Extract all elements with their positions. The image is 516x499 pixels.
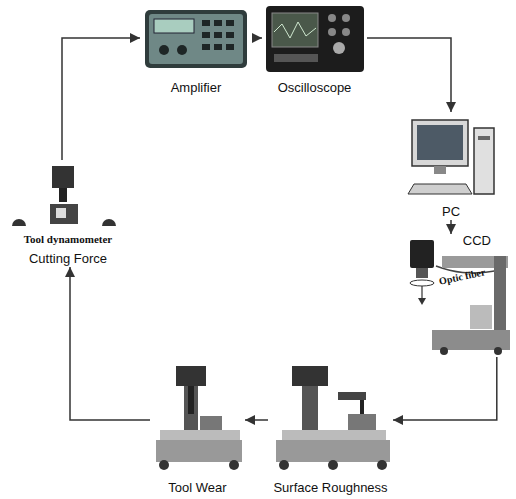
amplifier-button: [226, 44, 234, 50]
flow-arrow: [450, 220, 452, 234]
amplifier-knob: [159, 45, 169, 55]
cutting-tool: [59, 188, 67, 202]
oscilloscope-trace: [274, 22, 316, 38]
ccd-foot: [440, 347, 448, 355]
oscilloscope-knob: [342, 28, 350, 36]
machine-table: [282, 430, 386, 440]
amplifier-button: [226, 32, 234, 38]
oscilloscope-knob: [328, 28, 336, 36]
flow-arrow: [367, 38, 451, 112]
device-node: Amplifier: [140, 2, 252, 96]
machine-foot: [377, 460, 387, 470]
oscilloscope-knob: [342, 14, 350, 22]
device-node: CCD: [405, 234, 513, 357]
pc-drive: [478, 136, 490, 140]
ccd-camera: [410, 240, 434, 268]
pc-screen: [417, 125, 463, 160]
device-caption: Tool Wear: [168, 481, 226, 496]
device-caption: PC: [442, 205, 460, 220]
part-label: Optic fiber: [438, 266, 486, 287]
feed-arrow: [421, 286, 422, 300]
machine-table: [160, 430, 240, 440]
device-heading: Tool dynamometer: [24, 233, 113, 246]
amplifier-knob: [177, 45, 187, 55]
flow-arrow: [70, 267, 150, 420]
pc-tower: [474, 128, 494, 194]
amplifier-button: [202, 20, 210, 26]
device-node: Tool dynamometerCutting Force: [4, 160, 132, 267]
amplifier-button: [202, 32, 210, 38]
device-node: Tool Wear: [150, 358, 245, 496]
feed-arrow: [418, 298, 426, 305]
machine-head: [176, 366, 206, 386]
machine-foot: [279, 460, 289, 470]
machine-head: [292, 366, 328, 386]
machine-foot: [12, 219, 26, 226]
amplifier-button: [214, 32, 222, 38]
oscilloscope-buttons: [274, 54, 318, 62]
machine-tool: [188, 386, 194, 414]
ccd-lens: [416, 268, 428, 278]
machine-foot: [229, 460, 239, 470]
spindle-head: [52, 166, 74, 188]
device-caption: Cutting Force: [29, 252, 107, 267]
device-node: Surface Roughness: [268, 358, 393, 496]
amplifier-button: [214, 20, 222, 26]
flow-arrow: [252, 37, 262, 39]
rotation-symbol: [410, 280, 434, 286]
device-caption: CCD: [463, 234, 491, 249]
amplifier-body: [145, 10, 247, 68]
flow-arrow: [393, 357, 497, 420]
dynamometer: [50, 204, 78, 224]
pc-stand: [434, 166, 446, 174]
oscilloscope-knob: [333, 42, 345, 54]
oscilloscope-body: [266, 6, 364, 72]
ccd-base: [432, 330, 510, 350]
oscilloscope-knob: [328, 14, 336, 22]
flow-arrow: [62, 38, 140, 160]
machine-probe: [338, 392, 366, 400]
oscilloscope-screen: [272, 13, 318, 47]
pc-monitor: [412, 120, 468, 166]
amplifier-display: [154, 19, 194, 33]
machine-foot: [159, 460, 169, 470]
machine-base: [156, 440, 242, 462]
device-caption: Oscilloscope: [278, 81, 352, 96]
machine-base: [276, 440, 390, 462]
device-caption: Surface Roughness: [273, 481, 387, 496]
workpiece: [200, 416, 222, 430]
amplifier-button: [214, 44, 222, 50]
device-caption: Amplifier: [171, 81, 222, 96]
machine-stylus: [360, 400, 364, 414]
amplifier-button: [202, 44, 210, 50]
ccd-holder: [470, 305, 492, 329]
workpiece: [348, 414, 376, 430]
device-node: Oscilloscope: [262, 2, 367, 96]
amplifier-panel: [149, 14, 243, 64]
dynamometer-mark: [56, 208, 66, 218]
machine-foot: [102, 219, 116, 226]
flow-arrow: [245, 419, 268, 421]
amplifier-button: [226, 20, 234, 26]
pc-keyboard: [408, 184, 472, 194]
machine-foot: [328, 460, 338, 470]
ccd-column: [494, 256, 506, 332]
ccd-foot: [494, 347, 502, 355]
device-node: PC: [405, 112, 497, 220]
